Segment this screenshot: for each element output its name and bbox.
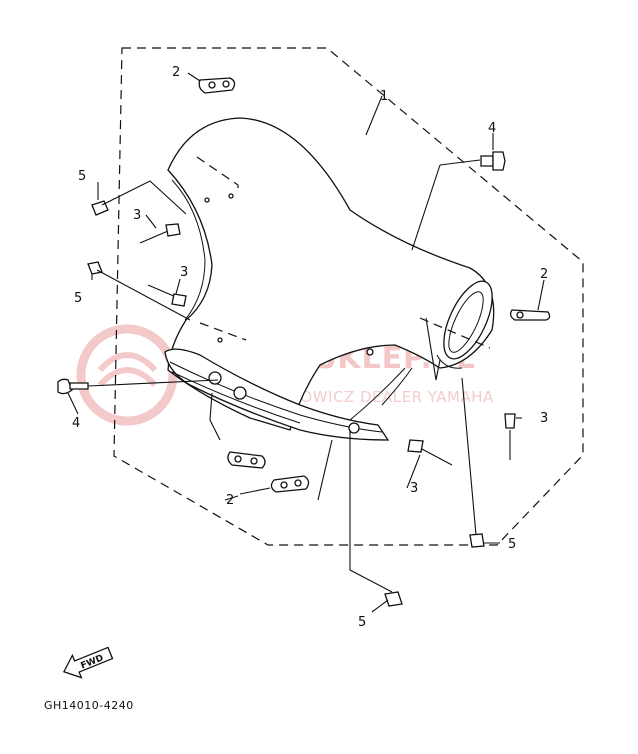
callout-3-c: 3 (540, 411, 548, 426)
drawing-code: GH14010-4240 (44, 699, 134, 712)
hidden-edge (196, 156, 239, 186)
bolt-4-top (480, 151, 506, 171)
screw-5-b (87, 261, 103, 275)
assembly-boundary (113, 47, 584, 546)
bracket-2-lower-left (227, 451, 266, 469)
bolt-4-left (57, 378, 89, 395)
callout-5-c: 5 (508, 537, 516, 552)
callout-2-right: 2 (540, 267, 548, 282)
callout-1: 1 (380, 89, 388, 104)
bracket-2-top (198, 77, 236, 94)
fwd-arrow-icon: FWD (62, 646, 114, 679)
watermark-logo (76, 324, 178, 426)
callout-3-d: 3 (410, 481, 418, 496)
callout-2-lower: 2 (226, 493, 234, 508)
callout-5-d: 5 (358, 615, 366, 630)
bracket-2-right (509, 309, 551, 321)
hidden-edge (199, 322, 247, 341)
watermark-tagline: TECHOWICZ DEALER YAMAHA (257, 388, 494, 406)
callout-2-top: 2 (172, 65, 180, 80)
screw-5-c (469, 533, 485, 548)
screw-5-d (384, 591, 403, 607)
callout-labels: 1 2 2 2 3 3 3 3 4 4 5 5 5 5 (72, 65, 548, 630)
rivet-3-c (504, 413, 516, 460)
fwd-label: FWD (79, 653, 105, 671)
callout-3-b: 3 (180, 265, 188, 280)
rivet-3-a (139, 223, 181, 244)
bracket-2-lower-right (270, 475, 310, 493)
callout-3-a: 3 (133, 208, 141, 223)
hidden-edge (419, 317, 491, 349)
callout-4-top: 4 (488, 121, 496, 136)
callout-5-b: 5 (74, 291, 82, 306)
callout-4-left: 4 (72, 416, 80, 431)
leader-lines (67, 72, 545, 613)
rivet-3-b (147, 284, 187, 307)
cowling-body (164, 117, 495, 441)
callout-5-a: 5 (78, 169, 86, 184)
rivet-3-d (407, 439, 453, 466)
